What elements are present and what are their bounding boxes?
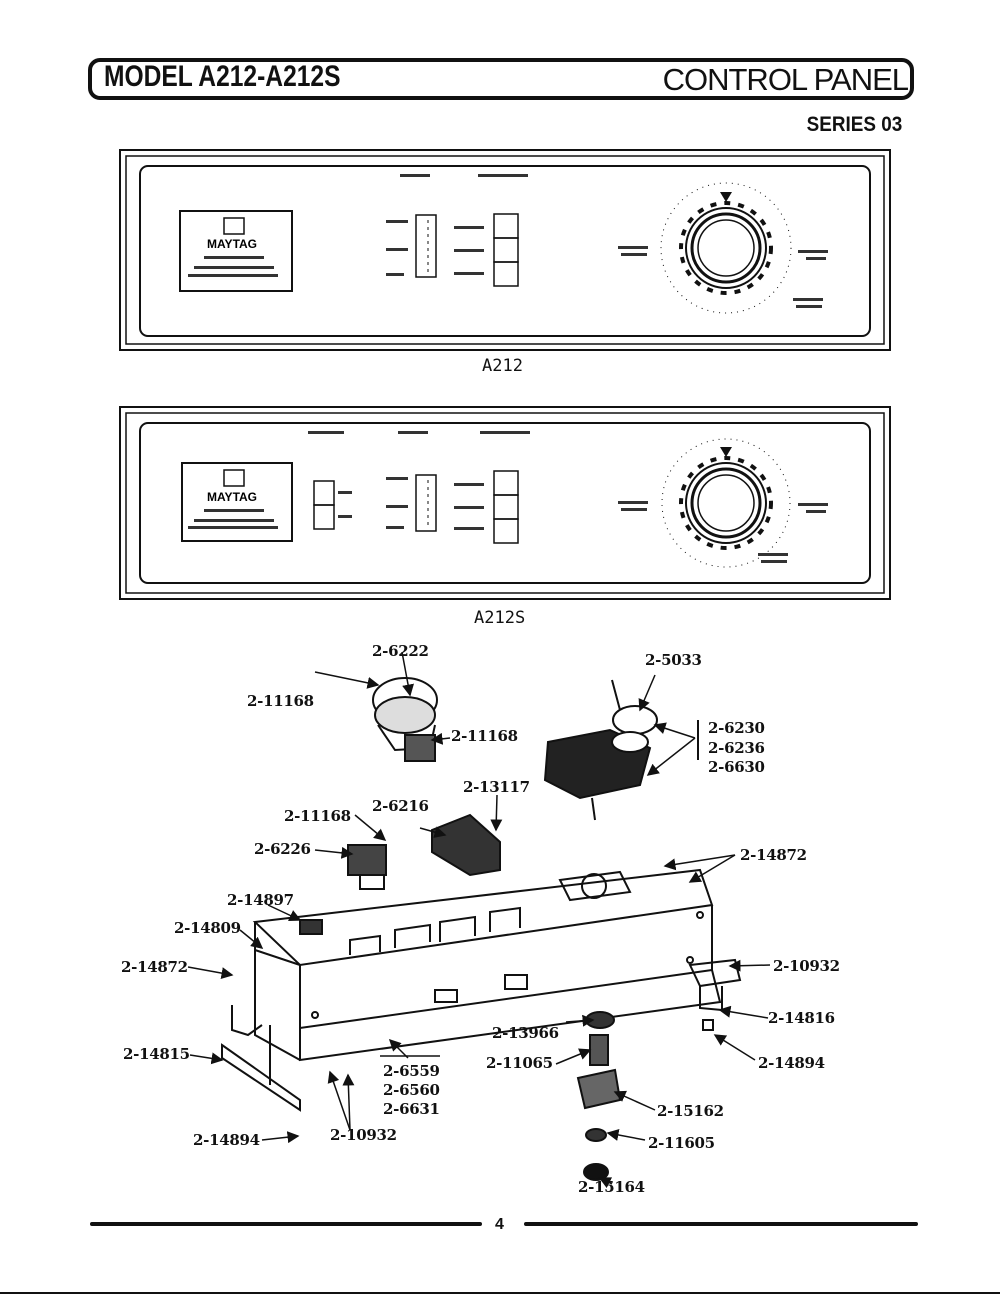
brand-text: MAYTAG bbox=[207, 237, 257, 251]
maytag-logo: MAYTAG bbox=[179, 210, 293, 292]
control-panel-a212s: MAYTAG bbox=[119, 406, 891, 600]
panel-caption-a212: A212 bbox=[482, 356, 523, 376]
callout-2-10932: 2-10932 bbox=[773, 957, 840, 975]
callout-2-14894: 2-14894 bbox=[758, 1054, 825, 1072]
callout-2-14897: 2-14897 bbox=[227, 891, 294, 909]
callout-2-11168: 2-11168 bbox=[284, 807, 351, 825]
exploded-parts-diagram bbox=[187, 651, 771, 1189]
left-bracket bbox=[221, 1005, 301, 1112]
callout-2-10932: 2-10932 bbox=[330, 1126, 397, 1144]
knob-stack bbox=[576, 1011, 622, 1181]
callout-2-15164: 2-15164 bbox=[578, 1178, 645, 1196]
callout-2-6226: 2-6226 bbox=[254, 840, 311, 858]
footer-rule-left bbox=[90, 1222, 482, 1226]
model-title: MODEL A212-A212S bbox=[104, 60, 341, 93]
timer-dial bbox=[618, 182, 828, 314]
callout-2-6559: 2-6559 bbox=[383, 1062, 440, 1080]
callout-2-6560: 2-6560 bbox=[383, 1081, 440, 1099]
timer-assembly bbox=[543, 679, 658, 821]
page-number: 4 bbox=[495, 1216, 504, 1233]
switch-block bbox=[299, 813, 501, 935]
callout-2-11168: 2-11168 bbox=[247, 692, 314, 710]
series-label: SERIES 03 bbox=[806, 113, 902, 136]
callout-2-14815: 2-14815 bbox=[123, 1045, 190, 1063]
callout-2-11168: 2-11168 bbox=[451, 727, 518, 745]
right-bracket bbox=[688, 958, 742, 1031]
callout-2-13117: 2-13117 bbox=[463, 778, 530, 796]
callout-2-6236: 2-6236 bbox=[708, 739, 765, 757]
section-title: CONTROL PANEL bbox=[662, 62, 909, 97]
callout-2-14809: 2-14809 bbox=[174, 919, 241, 937]
footer-rule-right bbox=[524, 1222, 918, 1226]
control-panel-a212: MAYTAG bbox=[119, 149, 891, 351]
water-valve bbox=[372, 677, 438, 762]
callout-2-5033: 2-5033 bbox=[645, 651, 702, 669]
callout-2-14816: 2-14816 bbox=[768, 1009, 835, 1027]
maytag-logo: MAYTAG bbox=[181, 462, 293, 542]
callout-2-15162: 2-15162 bbox=[657, 1102, 724, 1120]
callout-2-6222: 2-6222 bbox=[372, 642, 429, 660]
callout-2-6230: 2-6230 bbox=[708, 719, 765, 737]
panel-caption-a212s: A212S bbox=[474, 608, 526, 628]
control-bracket bbox=[252, 868, 722, 1062]
bottom-edge bbox=[0, 1292, 1000, 1294]
callout-2-6630: 2-6630 bbox=[708, 758, 765, 776]
timer-dial bbox=[618, 438, 828, 568]
callout-2-14894: 2-14894 bbox=[193, 1131, 260, 1149]
callout-2-11605: 2-11605 bbox=[648, 1134, 715, 1152]
callout-2-14872: 2-14872 bbox=[740, 846, 807, 864]
header-frame bbox=[88, 58, 914, 100]
callout-2-6631: 2-6631 bbox=[383, 1100, 440, 1118]
callout-2-14872: 2-14872 bbox=[121, 958, 188, 976]
callout-2-11065: 2-11065 bbox=[486, 1054, 553, 1072]
callout-2-13966: 2-13966 bbox=[492, 1024, 559, 1042]
brand-text: MAYTAG bbox=[207, 490, 257, 504]
callout-2-6216: 2-6216 bbox=[372, 797, 429, 815]
